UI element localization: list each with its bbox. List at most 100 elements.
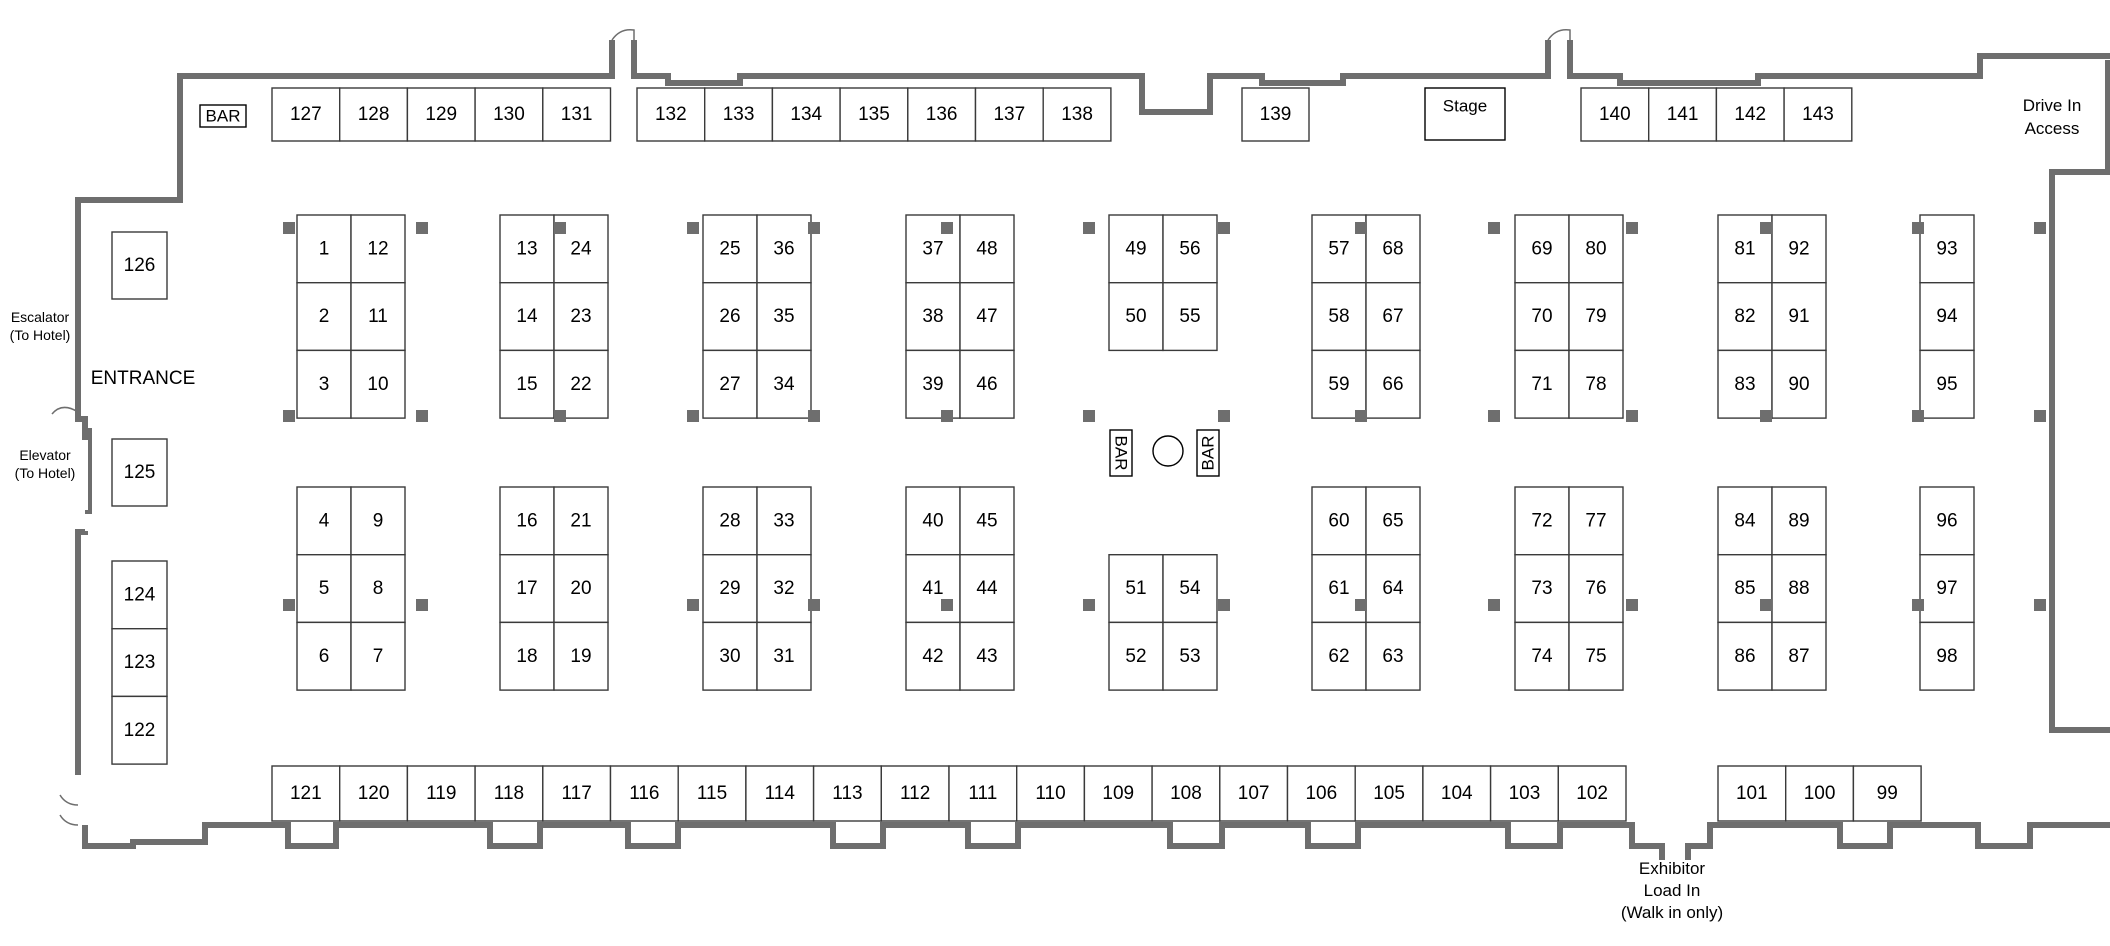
booth-85[interactable]: 85: [1717, 554, 1773, 624]
booth-111[interactable]: 111: [948, 765, 1018, 822]
booth-41[interactable]: 41: [905, 554, 961, 624]
booth-142[interactable]: 142: [1715, 87, 1785, 142]
booth-76[interactable]: 76: [1568, 554, 1624, 624]
booth-50[interactable]: 50: [1108, 282, 1164, 352]
booth-2[interactable]: 2: [296, 282, 352, 352]
booth-118[interactable]: 118: [474, 765, 544, 822]
booth-113[interactable]: 113: [812, 765, 882, 822]
booth-28[interactable]: 28: [702, 486, 758, 556]
booth-5[interactable]: 5: [296, 554, 352, 624]
booth-114[interactable]: 114: [745, 765, 815, 822]
booth-101[interactable]: 101: [1717, 765, 1787, 822]
booth-15[interactable]: 15: [499, 349, 555, 419]
booth-25[interactable]: 25: [702, 214, 758, 284]
booth-31[interactable]: 31: [756, 621, 812, 691]
booth-128[interactable]: 128: [339, 87, 409, 142]
booth-65[interactable]: 65: [1365, 486, 1421, 556]
booth-80[interactable]: 80: [1568, 214, 1624, 284]
booth-33[interactable]: 33: [756, 486, 812, 556]
booth-112[interactable]: 112: [880, 765, 950, 822]
booth-35[interactable]: 35: [756, 282, 812, 352]
booth-22[interactable]: 22: [553, 349, 609, 419]
booth-72[interactable]: 72: [1514, 486, 1570, 556]
booth-75[interactable]: 75: [1568, 621, 1624, 691]
booth-135[interactable]: 135: [839, 87, 909, 142]
booth-83[interactable]: 83: [1717, 349, 1773, 419]
booth-116[interactable]: 116: [609, 765, 679, 822]
booth-16[interactable]: 16: [499, 486, 555, 556]
booth-34[interactable]: 34: [756, 349, 812, 419]
booth-42[interactable]: 42: [905, 621, 961, 691]
booth-8[interactable]: 8: [350, 554, 406, 624]
booth-94[interactable]: 94: [1919, 282, 1975, 352]
booth-110[interactable]: 110: [1016, 765, 1086, 822]
booth-108[interactable]: 108: [1151, 765, 1221, 822]
booth-45[interactable]: 45: [959, 486, 1015, 556]
booth-66[interactable]: 66: [1365, 349, 1421, 419]
booth-71[interactable]: 71: [1514, 349, 1570, 419]
booth-55[interactable]: 55: [1162, 282, 1218, 352]
booth-26[interactable]: 26: [702, 282, 758, 352]
booth-90[interactable]: 90: [1771, 349, 1827, 419]
booth-3[interactable]: 3: [296, 349, 352, 419]
booth-141[interactable]: 141: [1647, 87, 1718, 142]
booth-123[interactable]: 123: [111, 628, 168, 698]
booth-105[interactable]: 105: [1354, 765, 1424, 822]
booth-27[interactable]: 27: [702, 349, 758, 419]
booth-17[interactable]: 17: [499, 554, 555, 624]
booth-126[interactable]: 126: [111, 231, 168, 300]
booth-77[interactable]: 77: [1568, 486, 1624, 556]
booth-30[interactable]: 30: [702, 621, 758, 691]
booth-136[interactable]: 136: [907, 87, 977, 142]
booth-12[interactable]: 12: [350, 214, 406, 284]
booth-54[interactable]: 54: [1162, 554, 1218, 624]
booth-14[interactable]: 14: [499, 282, 555, 352]
booth-43[interactable]: 43: [959, 621, 1015, 691]
booth-87[interactable]: 87: [1771, 621, 1827, 691]
booth-49[interactable]: 49: [1108, 214, 1164, 284]
booth-124[interactable]: 124: [111, 560, 168, 630]
booth-7[interactable]: 7: [350, 621, 406, 691]
booth-68[interactable]: 68: [1365, 214, 1421, 284]
booth-21[interactable]: 21: [553, 486, 609, 556]
booth-48[interactable]: 48: [959, 214, 1015, 284]
booth-106[interactable]: 106: [1286, 765, 1356, 822]
booth-86[interactable]: 86: [1717, 621, 1773, 691]
booth-9[interactable]: 9: [350, 486, 406, 556]
booth-18[interactable]: 18: [499, 621, 555, 691]
booth-64[interactable]: 64: [1365, 554, 1421, 624]
booth-70[interactable]: 70: [1514, 282, 1570, 352]
booth-104[interactable]: 104: [1422, 765, 1492, 822]
booth-140[interactable]: 140: [1580, 87, 1650, 142]
booth-121[interactable]: 121: [271, 765, 341, 822]
booth-92[interactable]: 92: [1771, 214, 1827, 284]
booth-134[interactable]: 134: [771, 87, 841, 142]
booth-74[interactable]: 74: [1514, 621, 1570, 691]
booth-88[interactable]: 88: [1771, 554, 1827, 624]
booth-79[interactable]: 79: [1568, 282, 1624, 352]
booth-46[interactable]: 46: [959, 349, 1015, 419]
booth-40[interactable]: 40: [905, 486, 961, 556]
booth-29[interactable]: 29: [702, 554, 758, 624]
booth-82[interactable]: 82: [1717, 282, 1773, 352]
booth-1[interactable]: 1: [296, 214, 352, 284]
booth-20[interactable]: 20: [553, 554, 609, 624]
booth-96[interactable]: 96: [1919, 486, 1975, 556]
booth-132[interactable]: 132: [636, 87, 706, 142]
booth-120[interactable]: 120: [339, 765, 409, 822]
booth-58[interactable]: 58: [1311, 282, 1367, 352]
booth-119[interactable]: 119: [406, 765, 476, 822]
booth-125[interactable]: 125: [111, 438, 168, 507]
booth-129[interactable]: 129: [406, 87, 476, 142]
booth-99[interactable]: 99: [1852, 765, 1922, 822]
booth-59[interactable]: 59: [1311, 349, 1367, 419]
booth-67[interactable]: 67: [1365, 282, 1421, 352]
booth-84[interactable]: 84: [1717, 486, 1773, 556]
booth-51[interactable]: 51: [1108, 554, 1164, 624]
booth-98[interactable]: 98: [1919, 621, 1975, 691]
booth-100[interactable]: 100: [1784, 765, 1855, 822]
booth-69[interactable]: 69: [1514, 214, 1570, 284]
booth-47[interactable]: 47: [959, 282, 1015, 352]
booth-91[interactable]: 91: [1771, 282, 1827, 352]
booth-63[interactable]: 63: [1365, 621, 1421, 691]
